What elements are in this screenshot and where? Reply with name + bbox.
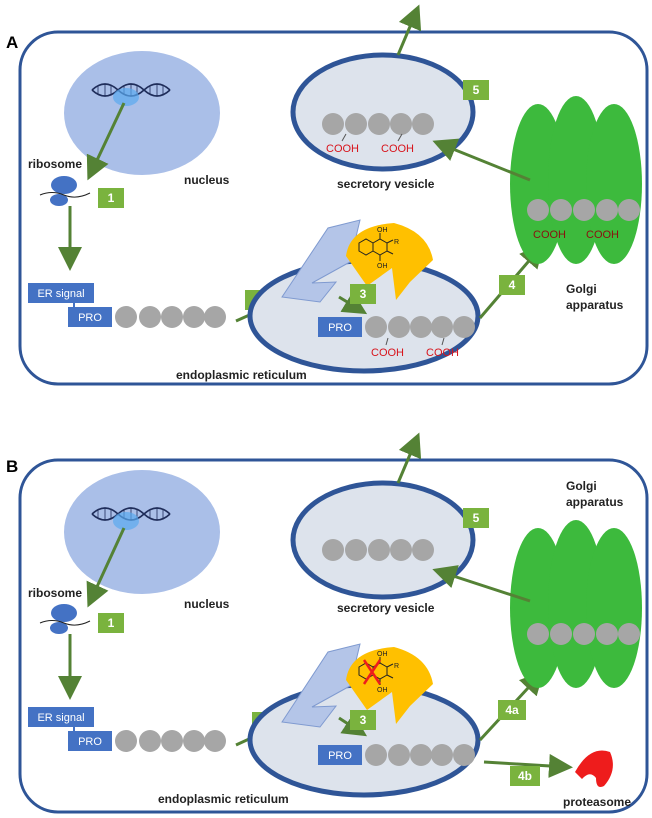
step-badge-1-b — [98, 613, 124, 633]
step-badge-3-b — [350, 710, 376, 730]
vkor-enzyme-a — [281, 219, 361, 303]
ribosome-label-a: ribosome — [28, 157, 82, 171]
vitamin-k-structure-icon — [358, 233, 394, 261]
pro-label-a2: PRO — [328, 322, 352, 334]
nucleus-b — [64, 470, 220, 594]
panel-a: A nucleus ribosome 1 ER signal — [6, 4, 649, 386]
protein-chain-golgi-a — [527, 199, 640, 221]
arrow-golgi-to-vesicle-a — [432, 138, 531, 182]
pro-label-a1: PRO — [78, 312, 102, 324]
pro-label-b2: PRO — [328, 750, 352, 762]
proteasome-label-b: proteasome — [563, 795, 631, 809]
nucleus-a — [64, 51, 220, 175]
step-badge-5-b — [463, 508, 489, 528]
arrow-secretion-b — [396, 432, 422, 484]
step-label-1-b: 1 — [108, 616, 115, 630]
step-label-1-a: 1 — [108, 191, 115, 205]
er-signal-label-b: ER signal — [37, 712, 84, 724]
panel-b-letter: B — [6, 457, 18, 476]
panel-a-letter: A — [6, 33, 18, 52]
oh-bottom-a: OH — [377, 263, 388, 270]
r-group-a: R — [394, 239, 399, 246]
vesicle-label-a: secretory vesicle — [337, 177, 435, 191]
pro-label-b1: PRO — [78, 736, 102, 748]
vesicle-label-b: secretory vesicle — [337, 601, 435, 615]
protein-chain-a2 — [365, 316, 475, 338]
pro-box-b2 — [318, 745, 362, 765]
secretory-vesicle-a — [290, 52, 476, 172]
cooh-vesicle-a1: COOH — [326, 143, 359, 155]
step-label-5-b: 5 — [473, 511, 480, 525]
pro-box-a1 — [68, 307, 112, 327]
protein-chain-b2 — [365, 744, 475, 766]
er-signal-box-b — [28, 707, 94, 727]
er-signal-box-a — [28, 283, 94, 303]
ribosome-icon — [39, 604, 91, 634]
step-label-4-a: 4 — [509, 278, 516, 292]
step-label-5-a: 5 — [473, 83, 480, 97]
step-badge-3-a — [350, 284, 376, 304]
protein-chain-vesicle-b — [322, 539, 434, 561]
nucleus-label-b: nucleus — [184, 597, 230, 611]
cooh-vesicle-a2: COOH — [381, 143, 414, 155]
nucleus-label-a: nucleus — [184, 173, 230, 187]
oh-top-a: OH — [377, 227, 388, 234]
protein-chain-a1 — [115, 306, 226, 328]
step-badge-4-a — [499, 275, 525, 295]
cooh-er-a2: COOH — [426, 347, 459, 359]
vitamin-k-enzyme-a — [346, 223, 433, 300]
step-label-4a-b: 4a — [505, 703, 519, 717]
cooh-golgi-a2: COOH — [586, 229, 619, 241]
step-label-3-a: 3 — [360, 287, 367, 301]
arrow-secretion-a — [396, 4, 422, 56]
step-badge-5-a — [463, 80, 489, 100]
er-label-b: endoplasmic reticulum — [158, 792, 289, 806]
arrow-step-4b-b — [483, 753, 573, 778]
golgi-apparatus-a — [510, 96, 642, 264]
panel-b: B nucleus ribosome 1 ER signal PR — [6, 432, 649, 814]
arrow-step-1-b — [86, 527, 126, 608]
oh-bottom-b: OH — [377, 687, 388, 694]
proteasome-icon — [575, 750, 613, 787]
ribosome-label-b: ribosome — [28, 586, 82, 600]
golgi-label-line1-a: Golgi — [566, 282, 597, 296]
er-signal-label-a: ER signal — [37, 288, 84, 300]
pro-box-a2 — [318, 317, 362, 337]
oh-top-b: OH — [377, 651, 388, 658]
vkor-enzyme-b — [281, 643, 361, 728]
er-label-a: endoplasmic reticulum — [176, 368, 307, 382]
step-badge-1-a — [98, 188, 124, 208]
protein-chain-vesicle-a — [322, 113, 434, 135]
r-group-b: R — [394, 663, 399, 670]
step-badge-4a-b — [498, 700, 526, 720]
golgi-apparatus-b — [510, 520, 642, 688]
protein-chain-b1 — [115, 730, 226, 752]
protein-chain-golgi-b — [527, 623, 640, 645]
dna-helix-icon — [91, 507, 171, 530]
inhibition-x-icon — [362, 659, 382, 685]
arrow-step-1-a — [86, 102, 126, 181]
arrow-golgi-to-vesicle-b — [432, 565, 531, 603]
step-label-3-b: 3 — [360, 713, 367, 727]
cooh-er-a1: COOH — [371, 347, 404, 359]
ribosome-icon — [39, 176, 91, 206]
golgi-label-line2-b: apparatus — [566, 495, 624, 509]
dna-helix-icon — [91, 83, 171, 106]
pro-box-b1 — [68, 731, 112, 751]
step-label-4b-b: 4b — [518, 769, 532, 783]
cooh-golgi-a1: COOH — [533, 229, 566, 241]
golgi-label-line2-a: apparatus — [566, 298, 624, 312]
golgi-label-line1-b: Golgi — [566, 479, 597, 493]
step-badge-4b-b — [510, 766, 540, 786]
